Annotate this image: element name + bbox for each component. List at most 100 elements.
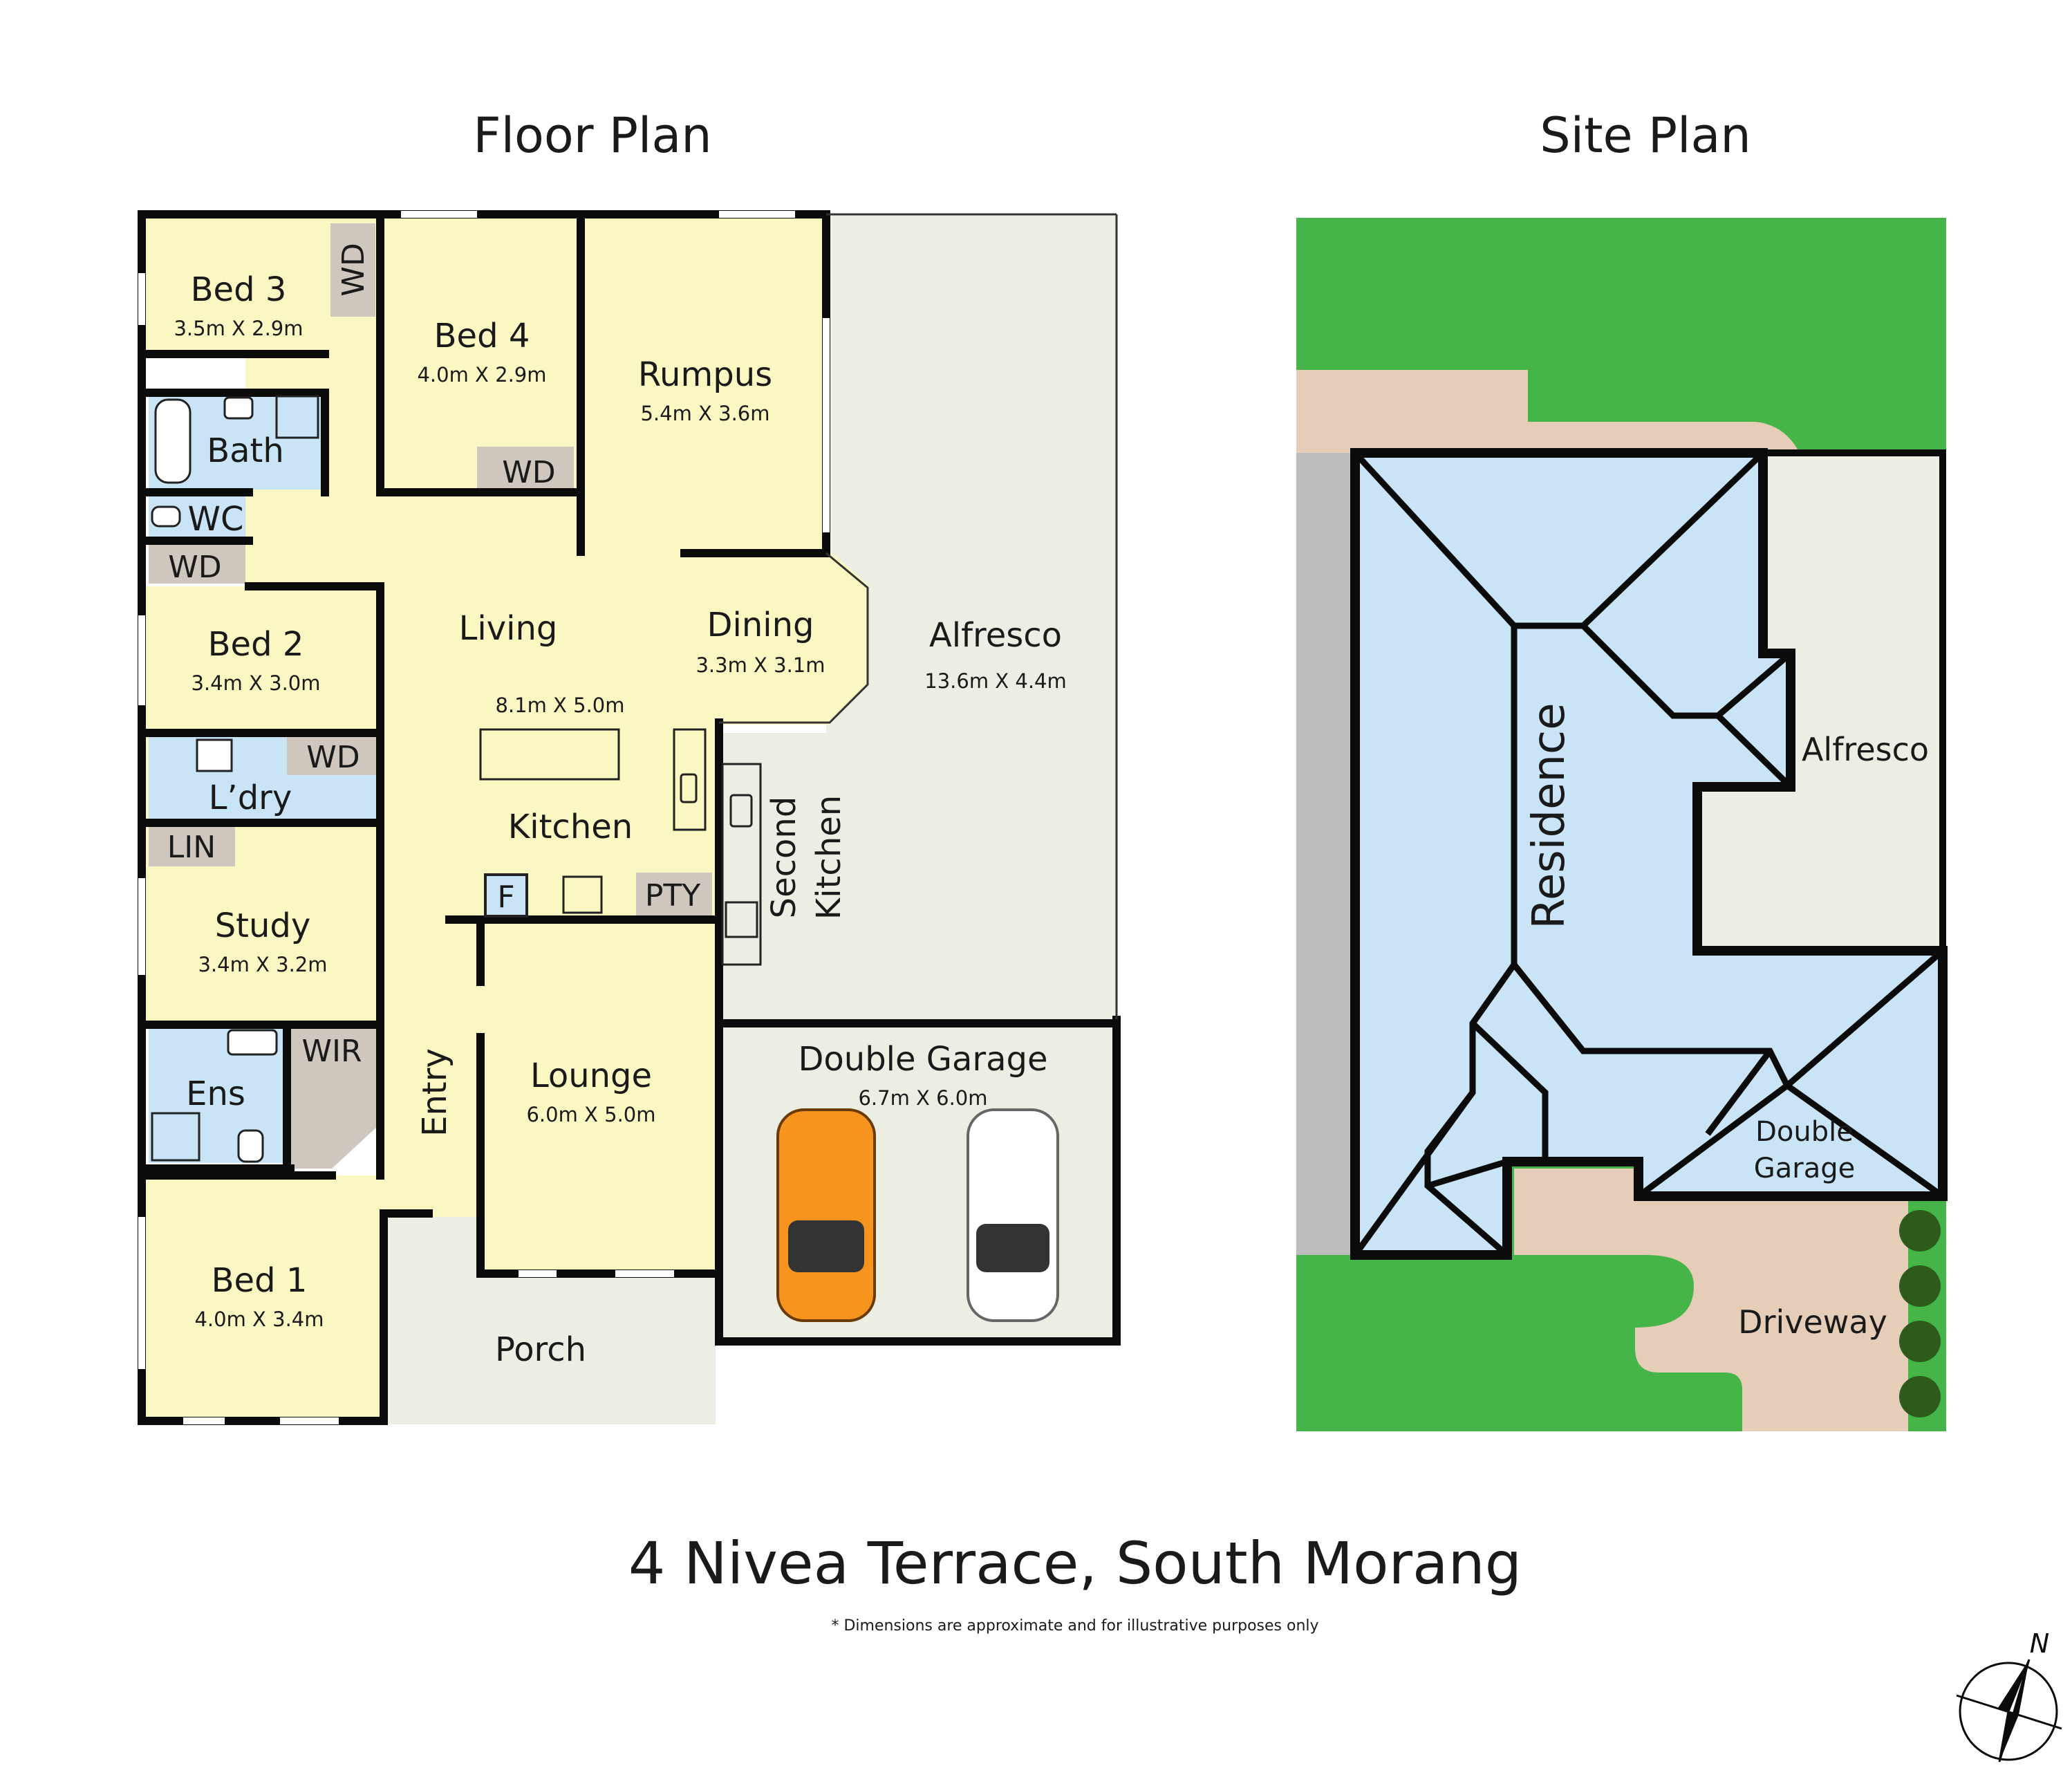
car-orange (776, 1108, 876, 1322)
site-garage-label-1: Double (1755, 1116, 1854, 1148)
bath-label: Bath (207, 431, 284, 470)
fridge-label: F (497, 880, 514, 915)
wd-label: WD (336, 243, 371, 296)
car-white (967, 1108, 1059, 1322)
lounge-area (480, 920, 719, 1272)
rumpus-label: Rumpus (638, 355, 772, 394)
second-kitchen-bench (721, 763, 762, 966)
tree-icon (1899, 1376, 1941, 1417)
site-alfresco-label: Alfresco (1802, 731, 1929, 768)
dining-label: Dining (707, 606, 814, 644)
alfresco-label: Alfresco (929, 616, 1062, 655)
living-label: Living (459, 609, 558, 648)
pty-area (636, 873, 712, 918)
second-kitchen-cooktop (725, 901, 758, 938)
entry-area (380, 920, 480, 1217)
laundry-label: L’dry (209, 779, 292, 817)
second-kitchen-sink (729, 794, 753, 828)
dining-dim: 3.3m X 3.1m (696, 653, 825, 677)
bath-shower (275, 395, 319, 439)
wd-label: WD (502, 455, 555, 490)
wir-area (287, 1025, 377, 1169)
bed4-area (380, 216, 581, 492)
double-garage-label: Double Garage (798, 1040, 1047, 1079)
lin-label: LIN (167, 830, 216, 865)
compass-north-label: N (2030, 1628, 2049, 1659)
roof-lines (1352, 450, 1945, 1258)
cooktop (562, 875, 603, 914)
pty-label: PTY (645, 878, 700, 913)
wd-laundry (287, 735, 377, 775)
second-kitchen-label-1: Second (765, 797, 803, 919)
bed1-dim: 4.0m X 3.4m (194, 1308, 324, 1331)
kitchen-sink-bench (673, 728, 707, 831)
site-driveway-label: Driveway (1738, 1303, 1887, 1341)
entry-label: Entry (416, 1048, 454, 1137)
double-garage-dim: 6.7m X 6.0m (858, 1086, 987, 1110)
bed3-label: Bed 3 (191, 270, 287, 309)
bed2-label: Bed 2 (208, 625, 304, 664)
rear-path (1296, 370, 1798, 456)
wall-bath (138, 389, 329, 496)
bed2-area (142, 586, 380, 732)
kitchen-island (479, 728, 620, 781)
tree-icon (1899, 1210, 1941, 1252)
bath-basin (223, 396, 254, 420)
ens-toilet (237, 1129, 264, 1163)
garage-wall (715, 718, 1121, 1346)
floor-plan: Bed 3 3.5m X 2.9m Bed 4 4.0m X 2.9m Rump… (138, 210, 1121, 1425)
driveway (1514, 1169, 1908, 1431)
floor-plan-heading: Floor Plan (473, 107, 711, 164)
compass-icon: N (1956, 1628, 2062, 1762)
second-kitchen-label-2: Kitchen (810, 795, 848, 920)
tree-icon (1899, 1265, 1941, 1307)
car-white-windscreen (976, 1224, 1049, 1272)
alfresco-lower (719, 733, 1117, 1027)
bed1-area (142, 1175, 384, 1417)
site-plan: Residence Alfresco Double Garage Drivewa… (1296, 218, 1948, 1431)
rumpus-dim: 5.4m X 3.6m (640, 402, 769, 425)
site-residence-label: Residence (1524, 703, 1575, 929)
living-kitchen-dim: 8.1m X 5.0m (495, 694, 624, 717)
study-dim: 3.4m X 3.2m (198, 953, 327, 976)
bed2-dim: 3.4m X 3.0m (191, 671, 320, 695)
lounge-dim: 6.0m X 5.0m (526, 1103, 655, 1126)
dining-bay (719, 552, 869, 724)
kitchen-sink (680, 773, 698, 803)
rumpus-area (581, 216, 826, 548)
wc-label: WC (188, 500, 244, 539)
bed1-label: Bed 1 (212, 1261, 308, 1300)
bed4-label: Bed 4 (434, 317, 530, 355)
ens-shower (151, 1112, 200, 1162)
site-plan-heading: Site Plan (1540, 107, 1751, 164)
side-path (1296, 453, 1355, 1255)
lin-cupboard (149, 825, 235, 866)
outer-wall-west (138, 210, 388, 1425)
kitchen-label: Kitchen (508, 808, 633, 846)
wd-hall (149, 543, 245, 584)
alfresco-dim: 13.6m X 4.4m (924, 669, 1067, 693)
wd-label: WD (168, 550, 221, 585)
car-orange-windscreen (788, 1220, 864, 1272)
site-garage-label-2: Garage (1754, 1153, 1855, 1184)
property-address: 4 Nivea Terrace, South Morang (628, 1529, 1522, 1597)
ens-basin (227, 1029, 278, 1056)
porch-label: Porch (495, 1330, 586, 1369)
wd-label: WD (306, 740, 360, 775)
wc-toilet (151, 505, 181, 528)
bathtub (154, 398, 192, 484)
fridge (484, 873, 528, 918)
lounge-label: Lounge (530, 1057, 652, 1095)
bed3-dim: 3.5m X 2.9m (174, 317, 303, 340)
ens-label: Ens (186, 1075, 245, 1113)
dimensions-disclaimer: * Dimensions are approximate and for ill… (831, 1617, 1318, 1635)
wir-label: WIR (301, 1034, 362, 1069)
tree-icon (1899, 1321, 1941, 1362)
living-area (380, 492, 868, 920)
study-label: Study (215, 906, 311, 945)
wd-bed3 (330, 223, 375, 317)
laundry-tub (196, 738, 233, 772)
wd-bed4 (477, 447, 574, 488)
bed4-dim: 4.0m X 2.9m (417, 363, 546, 387)
